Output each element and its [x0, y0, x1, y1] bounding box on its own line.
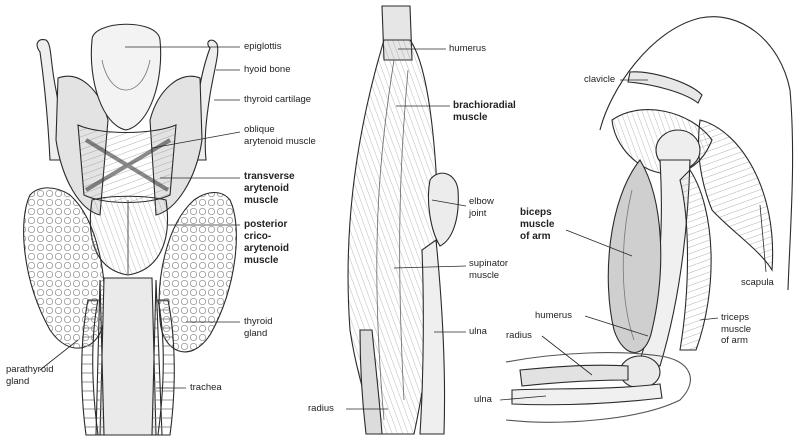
label-forearm-ulna: ulna — [469, 326, 487, 338]
label-forearm-radius: radius — [308, 403, 334, 415]
label-epiglottis: epiglottis — [244, 41, 282, 53]
arm-radius-shape — [520, 365, 628, 386]
label-arm-ulna: ulna — [474, 394, 492, 406]
label-supinator-muscle: supinator muscle — [469, 258, 508, 281]
label-arm-radius: radius — [506, 330, 532, 342]
forearm-drawing — [348, 6, 458, 434]
label-scapula: scapula — [741, 277, 774, 289]
label-transverse-arytenoid: transverse arytenoid muscle — [244, 171, 295, 207]
label-triceps-muscle: triceps muscle of arm — [721, 312, 751, 347]
label-brachioradial-muscle: brachioradial muscle — [453, 100, 516, 124]
label-hyoid-bone: hyoid bone — [244, 64, 290, 76]
arm-ulna-shape — [512, 384, 662, 405]
label-parathyroid-gland: parathyroid gland — [6, 364, 54, 387]
label-posterior-crico-arytenoid: posterior crico- arytenoid muscle — [244, 219, 289, 267]
trachea-shape — [100, 278, 156, 435]
triceps-shape — [680, 170, 711, 350]
label-clavicle: clavicle — [584, 74, 615, 86]
clavicle-shape — [628, 72, 702, 103]
label-thyroid-gland: thyroid gland — [244, 316, 273, 339]
biceps-shape — [608, 160, 660, 353]
label-forearm-humerus: humerus — [449, 43, 486, 55]
label-thyroid-cartilage: thyroid cartilage — [244, 94, 311, 106]
label-arm-humerus: humerus — [535, 310, 572, 322]
larynx-drawing — [24, 24, 237, 435]
label-elbow-joint: elbow joint — [469, 196, 494, 219]
label-trachea: trachea — [190, 382, 222, 394]
label-biceps-muscle: biceps muscle of arm — [520, 207, 554, 243]
forearm-ulna-shape — [420, 240, 445, 434]
label-oblique-arytenoid: oblique arytenoid muscle — [244, 124, 316, 147]
